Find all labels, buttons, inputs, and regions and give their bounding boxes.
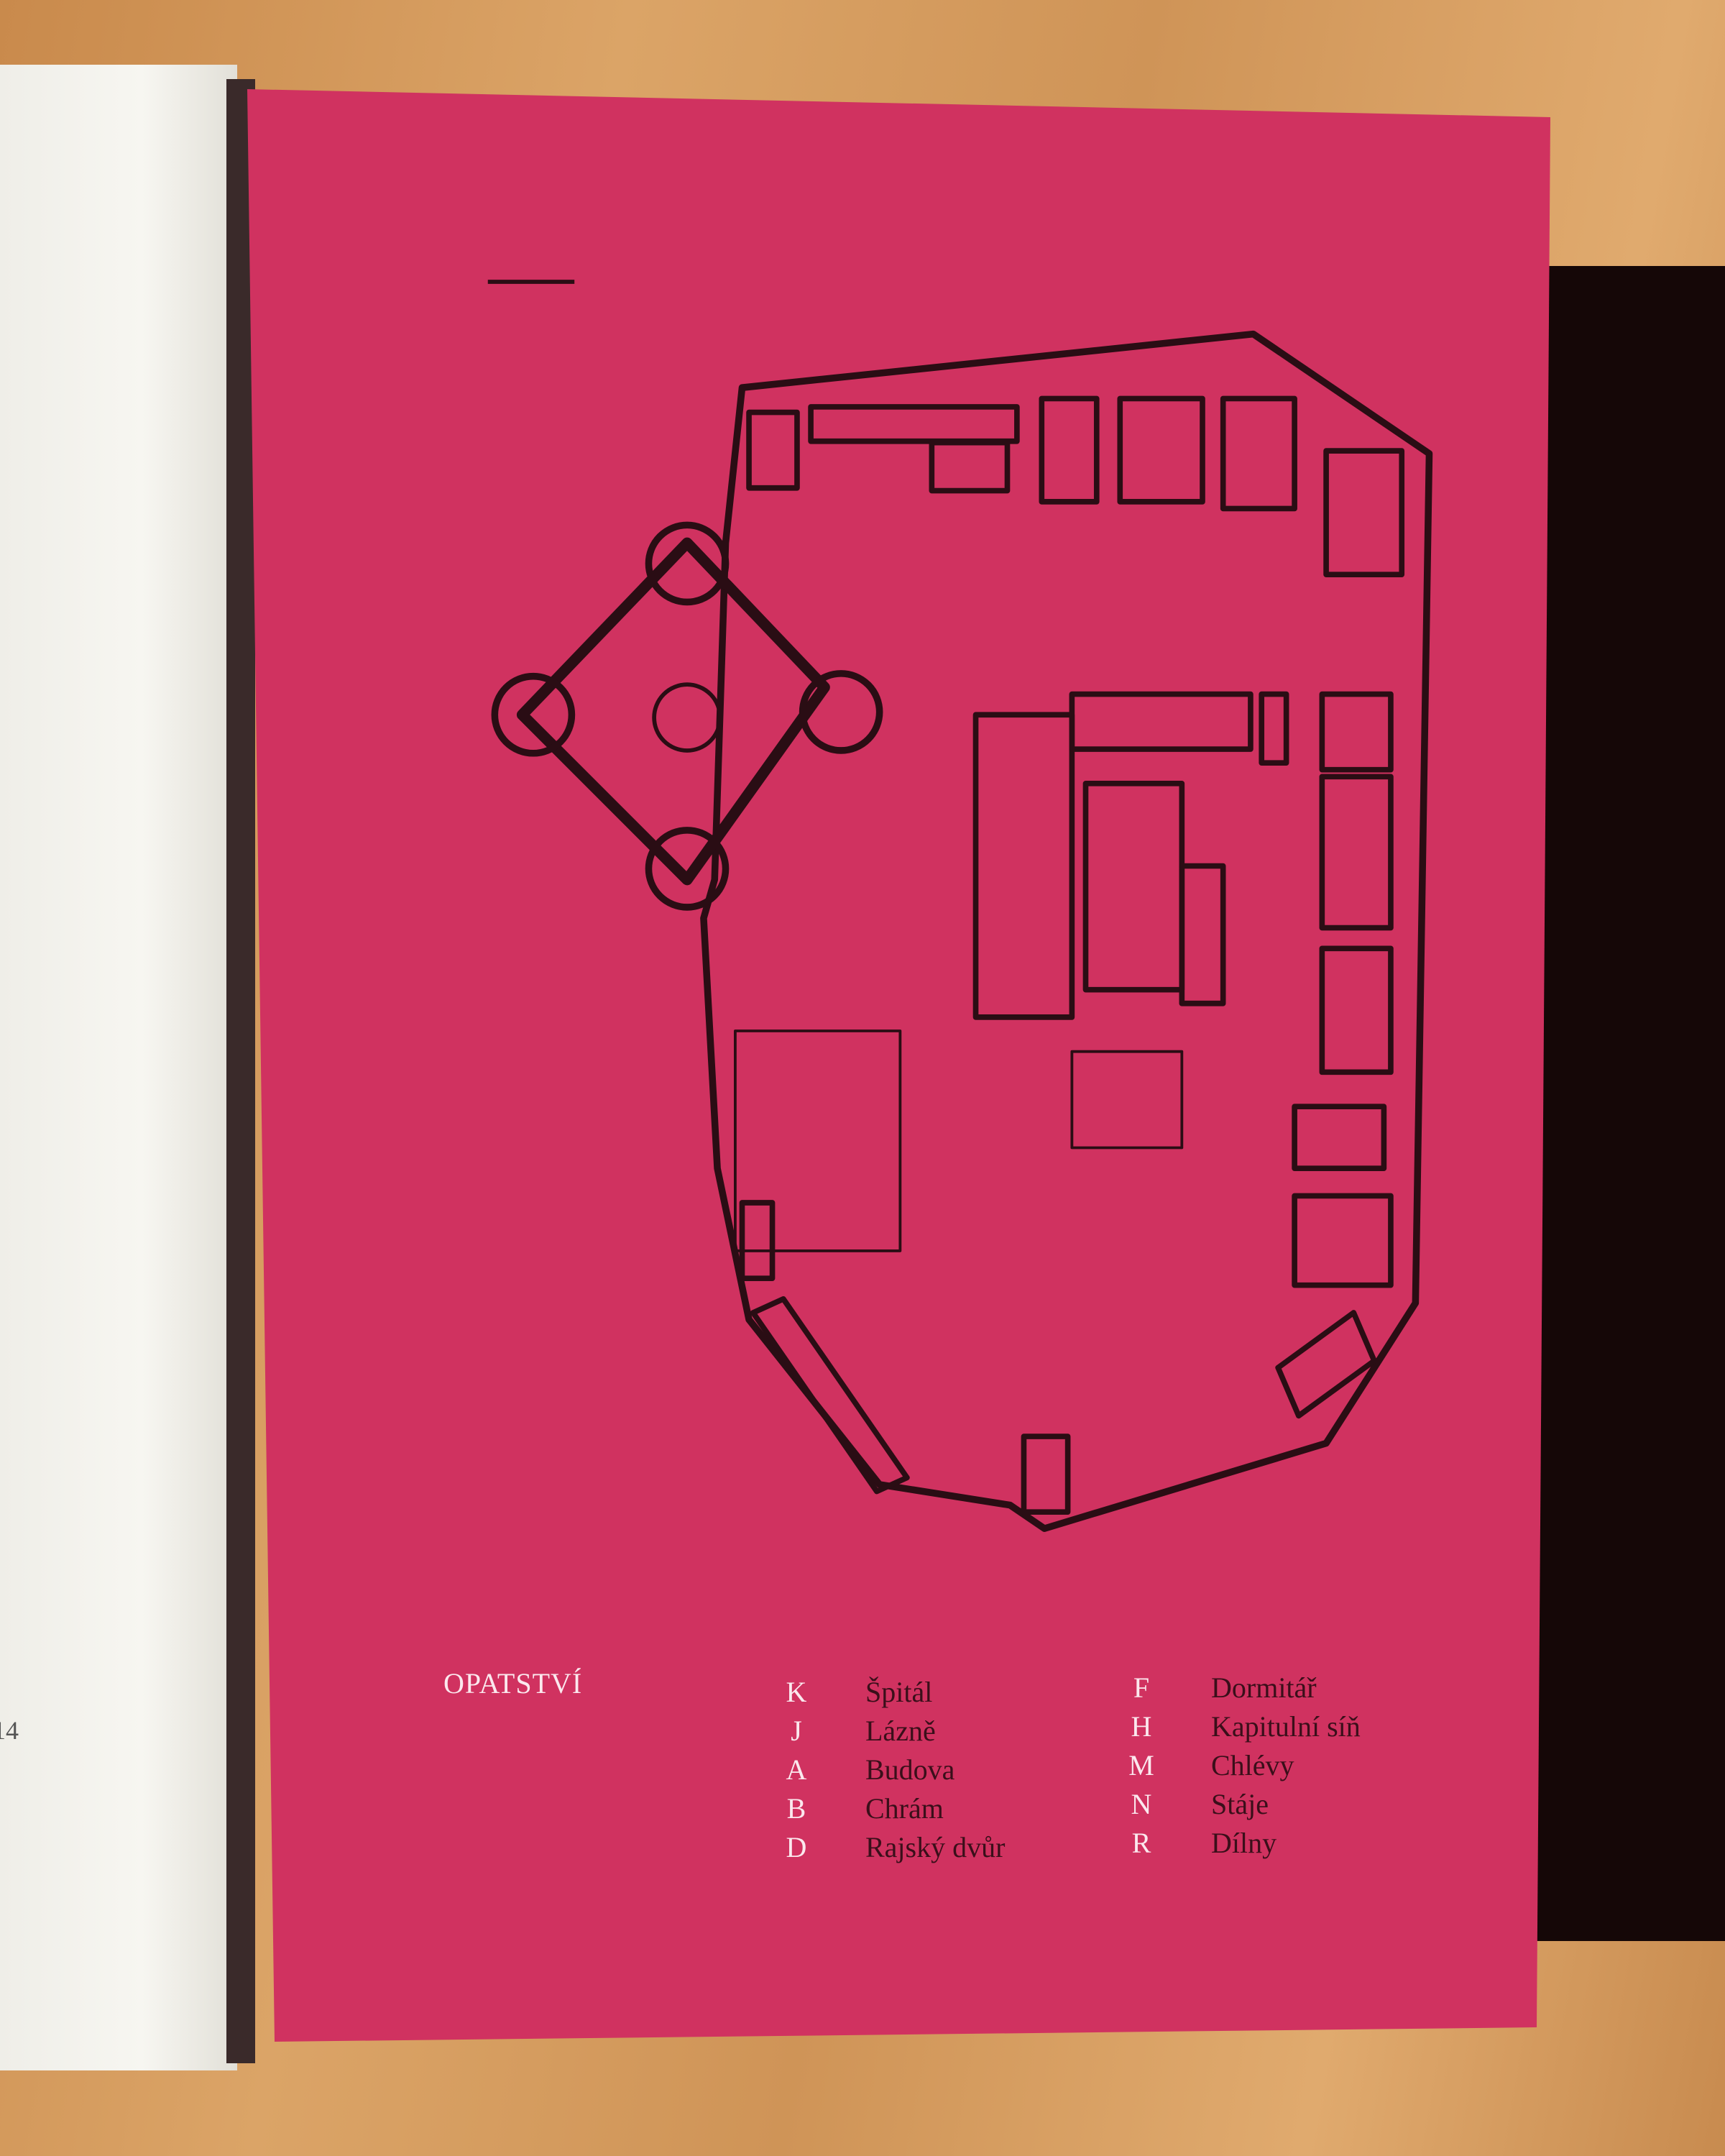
legend-label: Stáje [1211, 1788, 1269, 1820]
shadow [1524, 266, 1725, 1941]
plate-title: OPATSTVÍ [443, 1667, 583, 1699]
legend-key: J [791, 1715, 802, 1747]
page-number: 014 [0, 1716, 19, 1745]
left-page: 014 [0, 65, 237, 2070]
buildings [734, 395, 1405, 1515]
legend-label: Lázně [865, 1715, 936, 1747]
legend-key: M [1128, 1749, 1154, 1781]
legend-key: H [1131, 1710, 1152, 1743]
legend-key: A [786, 1753, 807, 1786]
legend-label: Špitál [865, 1676, 933, 1708]
legend-label: Chrám [865, 1792, 944, 1825]
legend-label: Dormitář [1211, 1671, 1317, 1704]
castle-keep [491, 521, 883, 911]
abbey-plan [487, 280, 1433, 1532]
legend-label: Budova [865, 1753, 955, 1786]
legend-label: Dílny [1211, 1827, 1277, 1859]
outer-wall [700, 330, 1433, 1532]
legend-key: R [1131, 1827, 1151, 1859]
legend-key: D [786, 1831, 807, 1863]
legend-key: K [786, 1676, 807, 1708]
legend-label: Kapitulní síň [1211, 1710, 1361, 1743]
legend-key: F [1133, 1671, 1150, 1704]
legend-label: Rajský dvůr [865, 1831, 1006, 1863]
legend-key: N [1131, 1788, 1152, 1820]
book-spine [226, 79, 255, 2063]
legend-label: Chlévy [1211, 1749, 1294, 1781]
legend-key: B [786, 1792, 806, 1825]
